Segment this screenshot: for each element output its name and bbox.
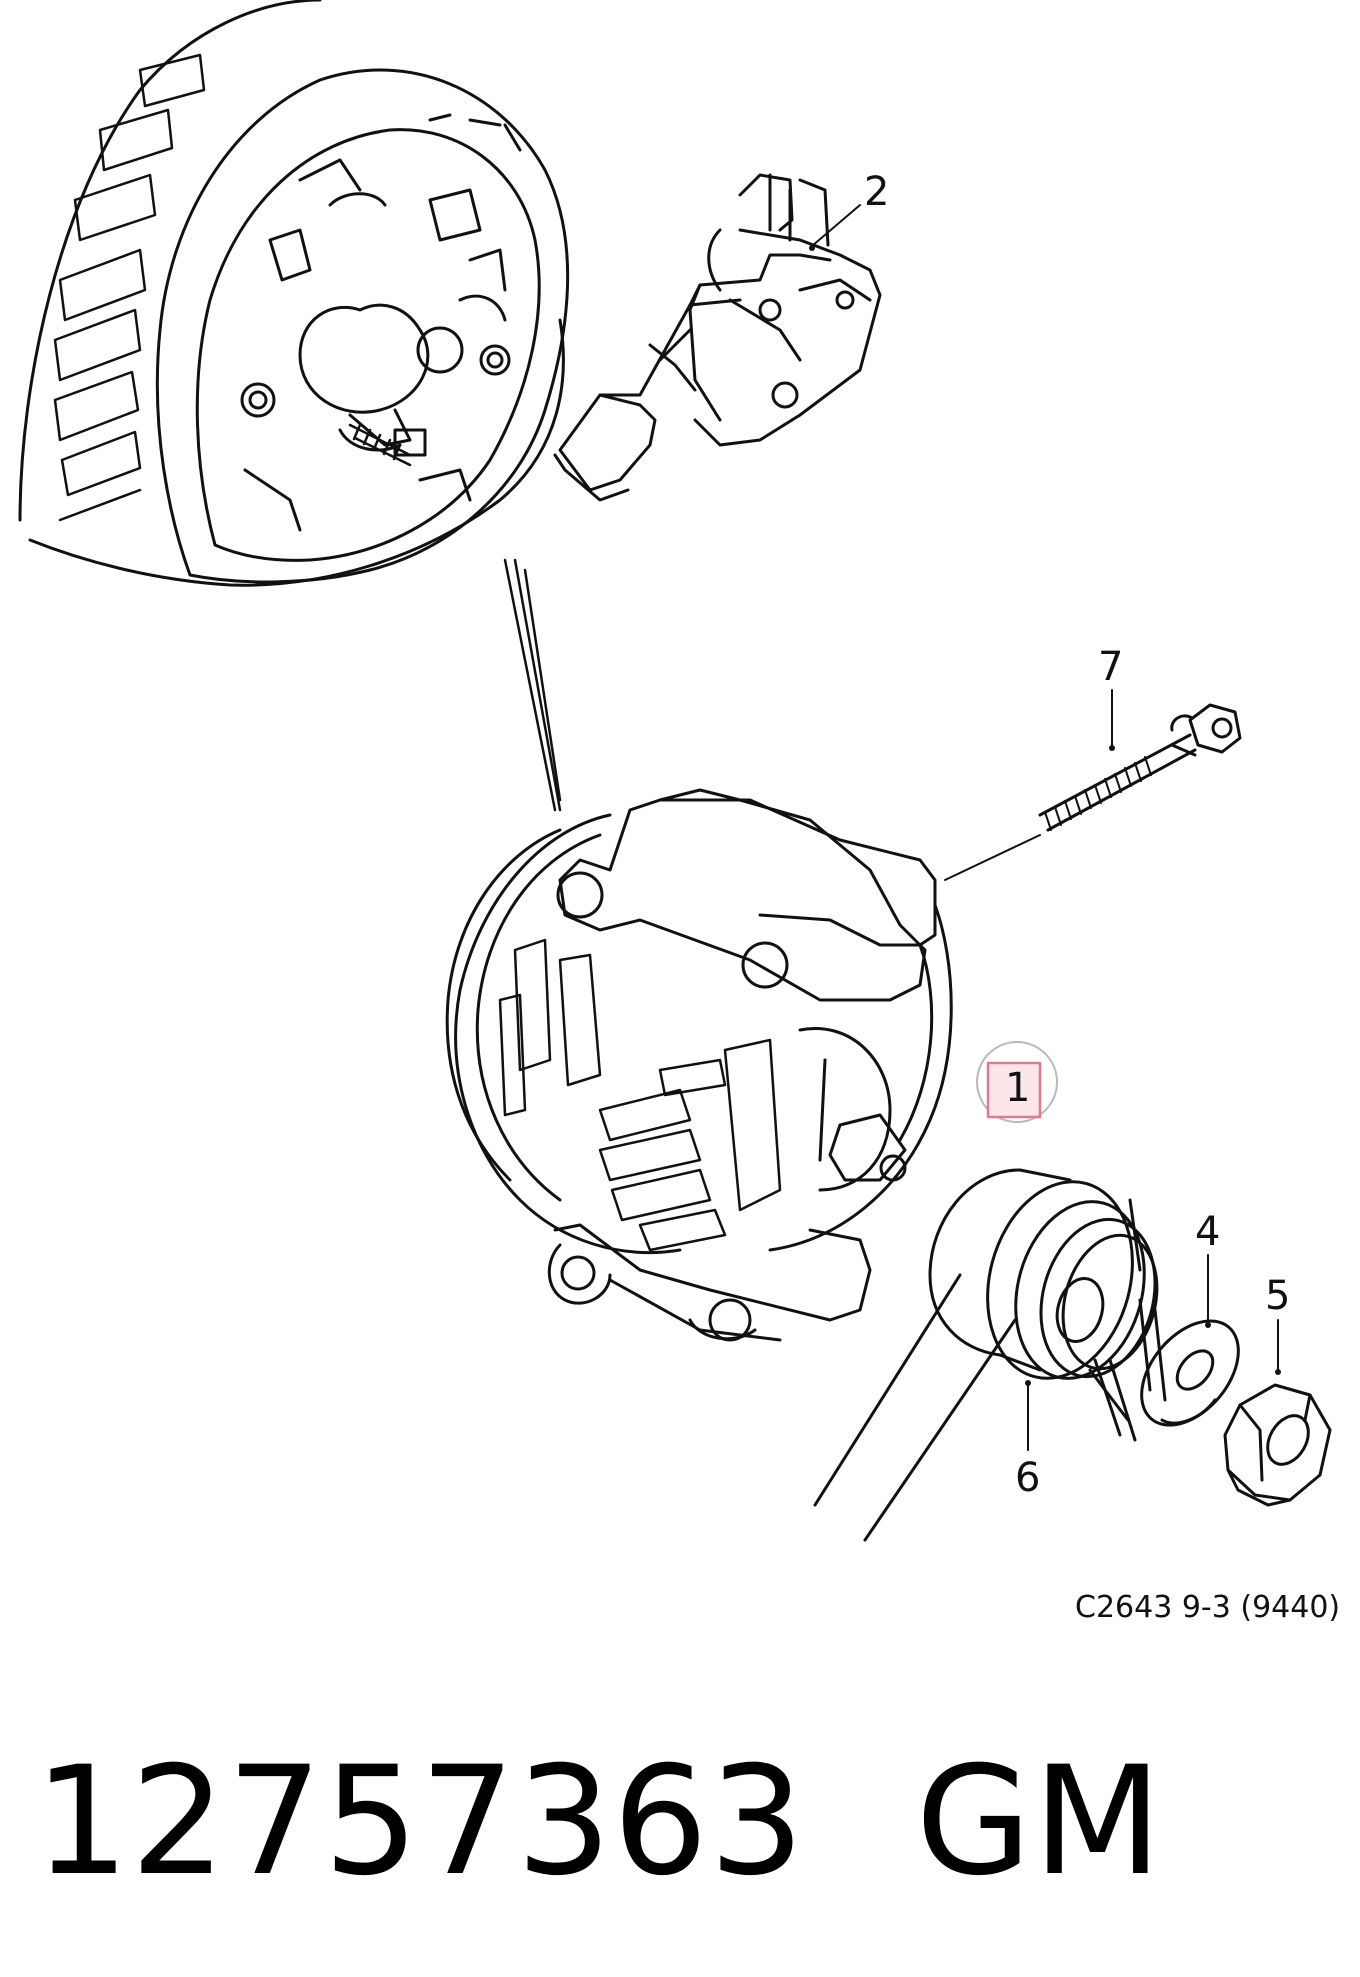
callout-4: 4 bbox=[1195, 1209, 1221, 1255]
pulley bbox=[813, 1168, 1167, 1542]
callout-6: 6 bbox=[1015, 1455, 1041, 1501]
mounting-bolt bbox=[1038, 703, 1242, 832]
leader-line-2 bbox=[811, 204, 861, 247]
alternator-body bbox=[445, 788, 953, 1342]
diagram-reference-code: C2643 9-3 (9440) bbox=[1075, 1590, 1341, 1625]
callout-5: 5 bbox=[1265, 1273, 1291, 1319]
nut bbox=[1223, 1383, 1332, 1507]
washer bbox=[1140, 1319, 1240, 1427]
voltage-regulator bbox=[553, 173, 882, 502]
bolt-axis-line bbox=[944, 834, 1041, 881]
callout-2: 2 bbox=[864, 169, 890, 215]
alternator-rear-view bbox=[18, 0, 570, 587]
callout-1-highlight bbox=[976, 1041, 1058, 1123]
callout-7: 7 bbox=[1098, 644, 1124, 690]
brand-name: GM bbox=[915, 1735, 1164, 1909]
callout-1[interactable]: 1 bbox=[1005, 1065, 1031, 1111]
exploded-view-lines bbox=[503, 558, 562, 812]
part-number-line: 12757363 GM bbox=[34, 1735, 1163, 1909]
part-number: 12757363 bbox=[34, 1735, 806, 1909]
